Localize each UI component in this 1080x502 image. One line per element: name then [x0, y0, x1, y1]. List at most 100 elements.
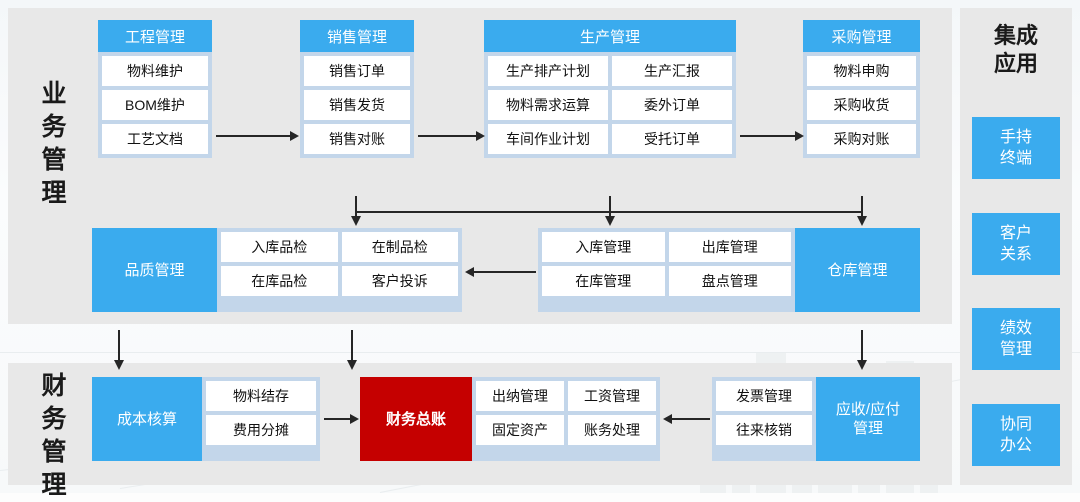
arrowhead-down: [857, 216, 867, 226]
card-row: 物料结存: [206, 381, 316, 411]
module-item[interactable]: 工资管理: [568, 381, 656, 411]
module-item[interactable]: 在制品检: [341, 232, 458, 262]
arrowhead-down: [857, 360, 867, 370]
app-label-line1: 协同: [999, 416, 1032, 433]
card-row: 发票管理: [716, 381, 812, 411]
card-row: 入库品检 在制品检: [221, 232, 458, 262]
card-row: 物料维护: [102, 56, 208, 86]
card-receivable-payable-management[interactable]: 发票管理 往来核销 应收/应付 管理: [712, 377, 920, 461]
card-row: 出纳管理 工资管理: [476, 381, 656, 411]
module-item[interactable]: 委外订单: [612, 90, 732, 120]
module-item[interactable]: 工艺文档: [102, 124, 208, 154]
module-item[interactable]: 账务处理: [568, 415, 656, 445]
card-body: 生产排产计划 生产汇报 物料需求运算 委外订单 车间作业计划 受托订单: [484, 52, 736, 158]
card-row: 在库品检 客户投诉: [221, 266, 458, 296]
card-body: 发票管理 往来核销: [712, 377, 816, 461]
module-item[interactable]: 生产排产计划: [488, 56, 608, 86]
card-title-line1: 应收/应付: [835, 401, 901, 418]
module-item[interactable]: 采购收货: [807, 90, 916, 120]
integration-app-customer-relations[interactable]: 客户 关系: [972, 213, 1060, 275]
card-quality-management[interactable]: 品质管理 入库品检 在制品检 在库品检 客户投诉: [92, 228, 462, 312]
module-item[interactable]: 入库管理: [542, 232, 665, 262]
arrowhead-left: [663, 414, 672, 424]
module-item[interactable]: 出库管理: [668, 232, 791, 262]
card-row: 销售对账: [304, 124, 410, 154]
card-title: 应收/应付 管理: [816, 377, 920, 461]
arrowhead-right: [290, 131, 299, 141]
card-title: 成本核算: [92, 377, 202, 461]
module-item[interactable]: 生产汇报: [612, 56, 732, 86]
integration-app-performance-management[interactable]: 绩效 管理: [972, 308, 1060, 370]
module-item[interactable]: BOM维护: [102, 90, 208, 120]
connector-drop-sales: [355, 196, 357, 218]
card-title: 工程管理: [98, 20, 212, 52]
label-char: 务: [41, 113, 67, 141]
card-body: 入库管理 出库管理 在库管理 盘点管理: [538, 228, 795, 312]
card-row: 费用分摊: [206, 415, 316, 445]
card-production-management[interactable]: 生产管理 生产排产计划 生产汇报 物料需求运算 委外订单 车间作业计划 受托订单: [484, 20, 736, 158]
connector-drop-production: [609, 196, 611, 218]
card-title: 生产管理: [484, 20, 736, 52]
app-label-line2: 终端: [999, 150, 1032, 167]
module-item[interactable]: 销售发货: [304, 90, 410, 120]
label-char: 业: [41, 80, 67, 108]
label-char: 理: [41, 471, 67, 499]
module-item[interactable]: 受托订单: [612, 124, 732, 154]
connector-warehouse-to-quality: [474, 271, 536, 273]
card-purchasing-management[interactable]: 采购管理 物料申购 采购收货 采购对账: [803, 20, 920, 158]
module-item[interactable]: 车间作业计划: [488, 124, 608, 154]
card-body: 物料申购 采购收货 采购对账: [803, 52, 920, 158]
module-item[interactable]: 销售订单: [304, 56, 410, 86]
module-item[interactable]: 采购对账: [807, 124, 916, 154]
arrowhead-down: [351, 216, 361, 226]
integration-title-line1: 集成: [993, 23, 1038, 48]
module-item[interactable]: 物料维护: [102, 56, 208, 86]
connector-sales-to-production: [418, 135, 476, 137]
card-cost-accounting[interactable]: 成本核算 物料结存 费用分摊: [92, 377, 320, 461]
card-sales-management[interactable]: 销售管理 销售订单 销售发货 销售对账: [300, 20, 414, 158]
card-row: 入库管理 出库管理: [542, 232, 791, 262]
arrowhead-right: [350, 414, 359, 424]
module-item[interactable]: 盘点管理: [668, 266, 791, 296]
card-engineering-management[interactable]: 工程管理 物料维护 BOM维护 工艺文档: [98, 20, 212, 158]
module-item[interactable]: 销售对账: [304, 124, 410, 154]
module-item[interactable]: 客户投诉: [341, 266, 458, 296]
card-row: 采购收货: [807, 90, 916, 120]
module-item[interactable]: 物料申购: [807, 56, 916, 86]
card-row: BOM维护: [102, 90, 208, 120]
card-row: 采购对账: [807, 124, 916, 154]
module-item[interactable]: 在库管理: [542, 266, 665, 296]
integration-app-collaborative-office[interactable]: 协同 办公: [972, 404, 1060, 466]
module-item[interactable]: 出纳管理: [476, 381, 564, 411]
integration-app-handheld-terminal[interactable]: 手持 终端: [972, 117, 1060, 179]
connector-receivable-to-ledger: [672, 418, 710, 420]
card-warehouse-management[interactable]: 入库管理 出库管理 在库管理 盘点管理 仓库管理: [538, 228, 920, 312]
module-item[interactable]: 在库品检: [221, 266, 338, 296]
card-title: 财务总账: [360, 377, 472, 461]
module-item[interactable]: 固定资产: [476, 415, 564, 445]
label-char: 管: [41, 146, 67, 174]
finance-section-label: 财 务 管 理: [33, 370, 75, 502]
label-char: 管: [41, 438, 67, 466]
background-guide-line: [0, 352, 1080, 353]
app-label-line1: 绩效: [999, 320, 1032, 337]
module-item[interactable]: 物料需求运算: [488, 90, 608, 120]
card-title: 销售管理: [300, 20, 414, 52]
module-item[interactable]: 入库品检: [221, 232, 338, 262]
card-body: 物料结存 费用分摊: [202, 377, 320, 461]
module-item[interactable]: 往来核销: [716, 415, 812, 445]
card-row: 销售发货: [304, 90, 410, 120]
card-general-ledger[interactable]: 财务总账 出纳管理 工资管理 固定资产 账务处理: [360, 377, 660, 461]
card-row: 车间作业计划 受托订单: [488, 124, 732, 154]
card-title-line2: 管理: [852, 420, 883, 437]
arrowhead-down: [114, 360, 124, 370]
module-item[interactable]: 费用分摊: [206, 415, 316, 445]
connector-drop-purchasing: [861, 196, 863, 218]
connector-engineering-to-sales: [216, 135, 290, 137]
card-title: 采购管理: [803, 20, 920, 52]
app-label-line2: 关系: [999, 246, 1032, 263]
module-item[interactable]: 物料结存: [206, 381, 316, 411]
connector-cost-to-ledger: [324, 418, 350, 420]
connector-quality-to-cost: [118, 330, 120, 362]
module-item[interactable]: 发票管理: [716, 381, 812, 411]
